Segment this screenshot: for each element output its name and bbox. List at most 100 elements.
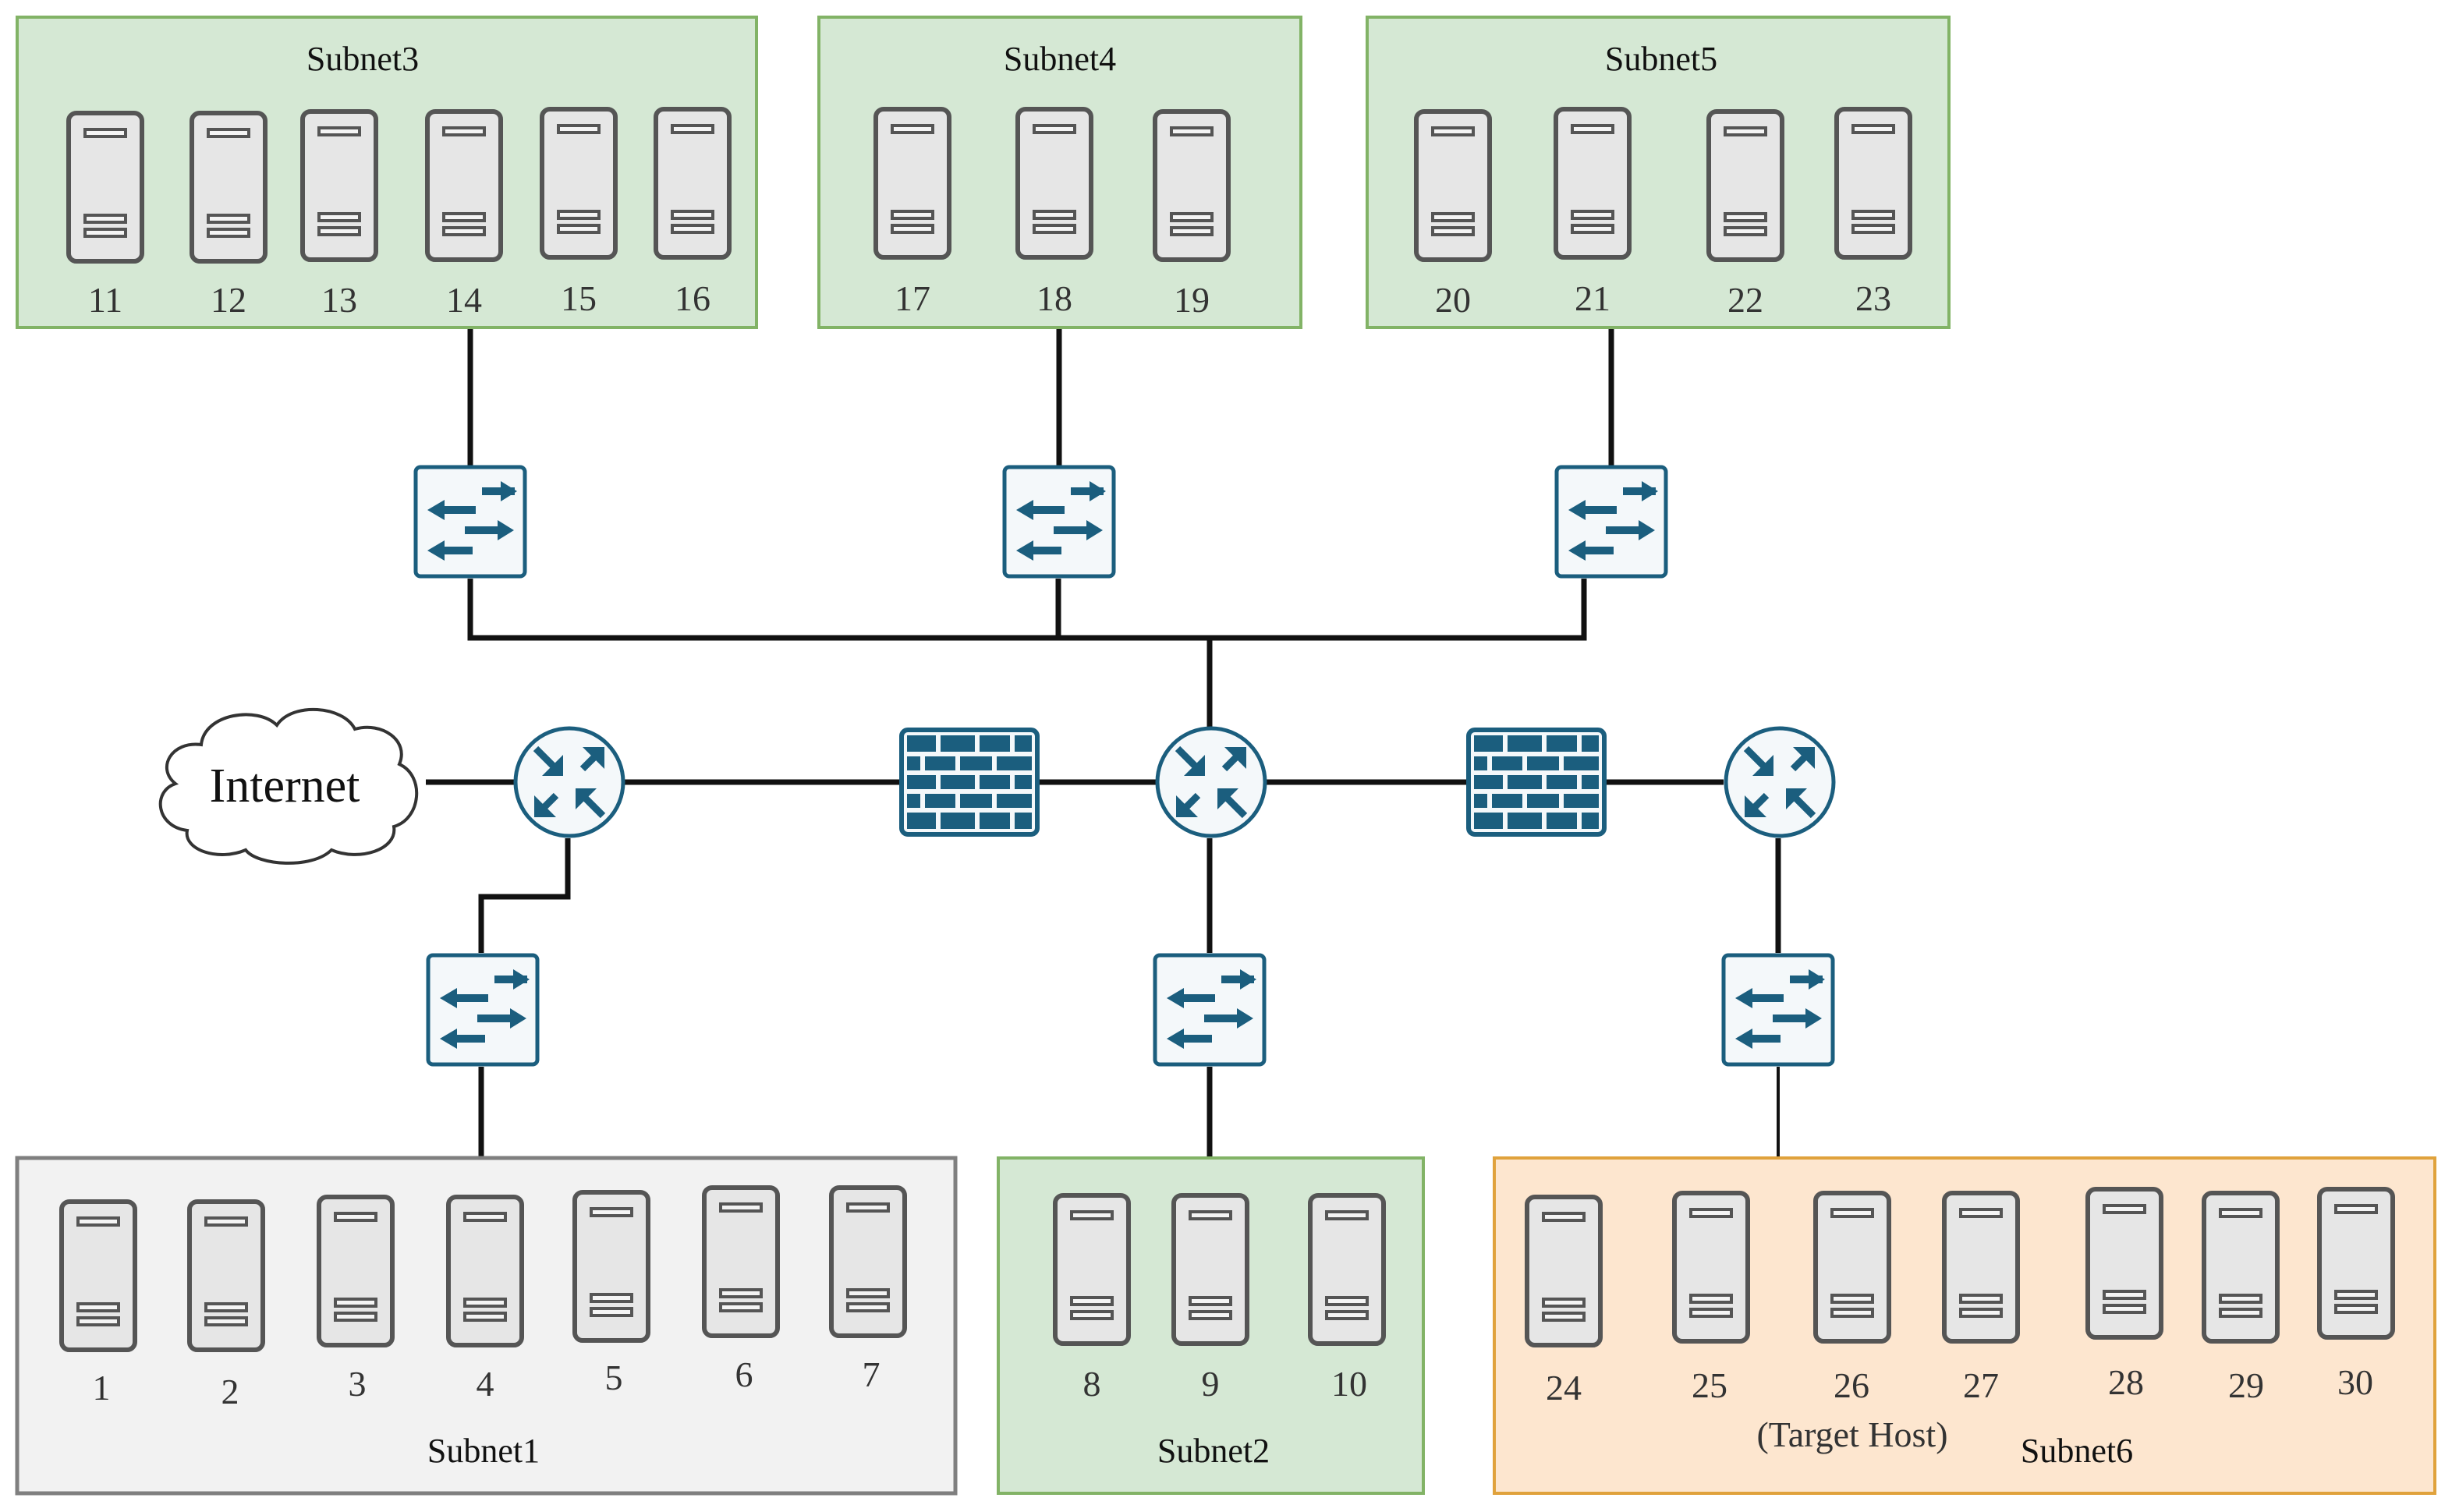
- subnet3-group: Subnet3 11 12 13 14 15 16: [16, 16, 758, 329]
- host-label: 28: [2108, 1362, 2144, 1402]
- switch-icon[interactable]: [1724, 955, 1833, 1064]
- server-host-21[interactable]: 21: [1556, 109, 1629, 318]
- subnet2-group: Subnet2 8 9 10: [997, 1156, 1425, 1495]
- server-host-28[interactable]: 28: [2088, 1189, 2161, 1402]
- subnet1-title: Subnet1: [427, 1432, 540, 1470]
- host-label: 1: [93, 1368, 111, 1408]
- server-host-24[interactable]: 24: [1527, 1197, 1600, 1408]
- host-label: 17: [895, 278, 930, 318]
- server-host-14[interactable]: 14: [427, 112, 501, 320]
- server-icon: [1310, 1195, 1384, 1344]
- internet-label: Internet: [210, 760, 360, 813]
- host-label: 23: [1855, 278, 1891, 318]
- host-label: 22: [1727, 280, 1763, 320]
- server-icon: [1709, 112, 1782, 260]
- server-icon: [831, 1188, 905, 1336]
- subnet5-title: Subnet5: [1605, 40, 1717, 78]
- host-label: 18: [1036, 278, 1072, 318]
- server-host-23[interactable]: 23: [1837, 109, 1910, 318]
- server-host-22[interactable]: 22: [1709, 112, 1782, 320]
- server-host-20[interactable]: 20: [1416, 112, 1490, 320]
- server-icon: [876, 109, 949, 257]
- firewall-icon[interactable]: [902, 730, 1037, 834]
- server-icon: [2319, 1189, 2393, 1337]
- host-label: 27: [1963, 1365, 1999, 1405]
- host-label: 7: [863, 1354, 881, 1394]
- internet-cloud[interactable]: Internet: [158, 708, 419, 865]
- switch-icon[interactable]: [428, 955, 537, 1064]
- target-host-label: (Target Host): [1756, 1415, 1947, 1454]
- server-host-4[interactable]: 4: [448, 1197, 522, 1404]
- server-icon: [427, 112, 501, 260]
- router-icon[interactable]: [516, 728, 623, 836]
- server-host-18[interactable]: 18: [1018, 109, 1091, 318]
- server-icon: [1944, 1193, 2018, 1341]
- host-label: 3: [349, 1364, 367, 1404]
- server-icon: [192, 113, 265, 261]
- server-icon: [1816, 1193, 1889, 1341]
- firewall-icon[interactable]: [1469, 730, 1604, 834]
- host-label: 5: [605, 1358, 623, 1397]
- switch-icon[interactable]: [1155, 955, 1264, 1064]
- server-host-9[interactable]: 9: [1174, 1195, 1247, 1404]
- switch-icon[interactable]: [1557, 467, 1666, 576]
- switch-icon[interactable]: [416, 467, 525, 576]
- server-icon: [1018, 109, 1091, 257]
- server-host-10[interactable]: 10: [1310, 1195, 1384, 1404]
- subnet3-title: Subnet3: [306, 40, 419, 78]
- server-host-19[interactable]: 19: [1155, 112, 1228, 320]
- server-host-2[interactable]: 2: [190, 1202, 263, 1411]
- subnet5-group: Subnet5 20 21 22 23: [1366, 16, 1951, 329]
- server-host-15[interactable]: 15: [542, 109, 615, 318]
- server-host-26[interactable]: 26: [1816, 1193, 1889, 1405]
- server-host-17[interactable]: 17: [876, 109, 949, 318]
- server-icon: [1556, 109, 1629, 257]
- host-label: 15: [561, 278, 597, 318]
- server-icon: [2204, 1193, 2277, 1341]
- server-host-30[interactable]: 30: [2319, 1189, 2393, 1402]
- host-label: 25: [1692, 1365, 1727, 1405]
- server-host-13[interactable]: 13: [303, 112, 376, 320]
- server-host-12[interactable]: 12: [192, 113, 265, 320]
- server-host-11[interactable]: 11: [69, 113, 142, 320]
- server-host-7[interactable]: 7: [831, 1188, 905, 1394]
- subnet4-group: Subnet4 17 18 19: [817, 16, 1302, 329]
- host-label: 24: [1546, 1368, 1582, 1408]
- subnet6-title: Subnet6: [2021, 1432, 2133, 1470]
- host-label: 26: [1834, 1365, 1869, 1405]
- cloud-icon: [158, 708, 419, 865]
- server-host-8[interactable]: 8: [1055, 1195, 1129, 1404]
- server-icon: [704, 1188, 778, 1336]
- host-label: 19: [1174, 280, 1210, 320]
- host-label: 12: [211, 280, 246, 320]
- host-label: 20: [1435, 280, 1471, 320]
- server-icon: [69, 113, 142, 261]
- server-icon: [190, 1202, 263, 1350]
- server-icon: [1837, 109, 1910, 257]
- server-host-16[interactable]: 16: [656, 109, 729, 318]
- server-icon: [62, 1202, 135, 1350]
- server-host-3[interactable]: 3: [319, 1197, 392, 1404]
- server-host-27[interactable]: 27: [1944, 1193, 2018, 1405]
- host-label: 16: [675, 278, 710, 318]
- server-host-1[interactable]: 1: [62, 1202, 135, 1408]
- router-icon[interactable]: [1157, 728, 1265, 836]
- switch-icon[interactable]: [1005, 467, 1114, 576]
- subnet6-group: Subnet6 24 25 26 27 28 29 30 (Target Hos…: [1493, 1156, 2436, 1495]
- server-host-6[interactable]: 6: [704, 1188, 778, 1394]
- server-host-29[interactable]: 29: [2204, 1193, 2277, 1405]
- host-label: 2: [221, 1372, 239, 1411]
- host-label: 14: [446, 280, 482, 320]
- server-host-5[interactable]: 5: [575, 1192, 648, 1397]
- server-icon: [2088, 1189, 2161, 1337]
- host-label: 9: [1202, 1364, 1220, 1404]
- server-icon: [575, 1192, 648, 1340]
- server-icon: [1055, 1195, 1129, 1344]
- host-label: 21: [1575, 278, 1610, 318]
- server-icon: [656, 109, 729, 257]
- network-links: [426, 328, 1781, 1158]
- server-host-25[interactable]: 25: [1674, 1193, 1748, 1405]
- subnet2-title: Subnet2: [1157, 1432, 1270, 1470]
- router-icon[interactable]: [1726, 728, 1834, 836]
